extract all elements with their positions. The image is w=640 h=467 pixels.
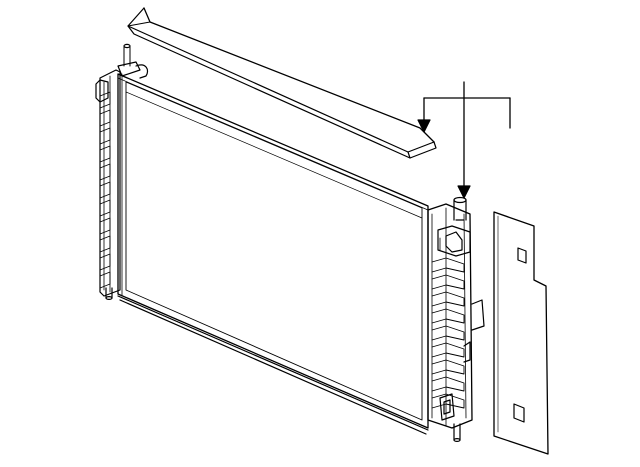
right-tank-rib (431, 359, 465, 375)
arrow-down-icon (457, 185, 471, 199)
right-tank-rib (431, 257, 465, 273)
left-tank-rib (99, 127, 111, 145)
left-tank-rib (99, 91, 111, 109)
right-tank-rib (431, 376, 465, 392)
left-tank-rib (99, 235, 111, 253)
upper-seal-strip (127, 7, 437, 159)
arrow-down-icon (417, 119, 431, 133)
radiator-core (117, 73, 429, 435)
left-tank-rib (99, 181, 111, 199)
left-tank-rib (99, 163, 111, 181)
left-tank-rib (99, 217, 111, 235)
left-tank-rib (99, 253, 111, 271)
baffle-slot-upper (517, 247, 527, 264)
right-tank-ribs (431, 257, 465, 409)
left-tank (95, 43, 149, 301)
right-tank-rib (431, 325, 465, 341)
left-tank-ribs (99, 91, 111, 289)
left-tank-rib (99, 109, 111, 127)
right-tank-rib (431, 342, 465, 358)
right-tank-rib (431, 291, 465, 307)
left-tank-rib (99, 271, 111, 289)
baffle-slot-lower (513, 403, 525, 423)
side-baffle-plate (493, 211, 549, 455)
left-tank-rib (99, 199, 111, 217)
right-tank-rib (431, 274, 465, 290)
callout-leaders (423, 81, 511, 187)
left-tank-rib (99, 145, 111, 163)
right-tank (427, 196, 485, 443)
right-tank-rib (431, 308, 465, 324)
